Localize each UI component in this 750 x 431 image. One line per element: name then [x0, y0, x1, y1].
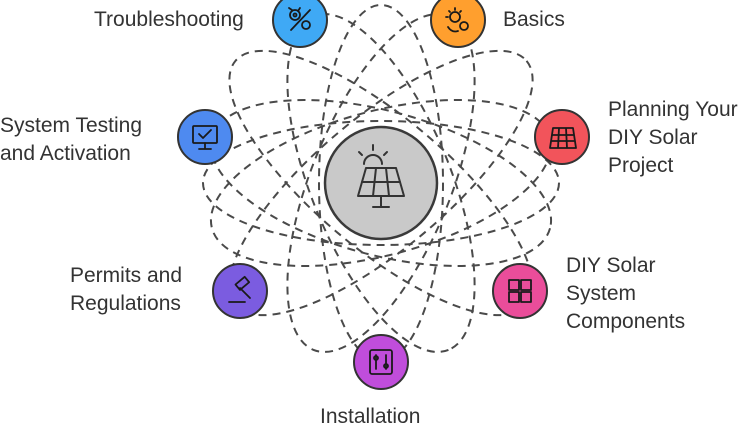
solar-grid-icon: [549, 127, 577, 149]
sun-gear-icon: [445, 7, 469, 33]
gavel-icon: [228, 275, 251, 303]
label-line: Installation: [320, 405, 421, 428]
label-line: DIY Solar: [566, 254, 656, 277]
label-line: Components: [566, 310, 686, 333]
node-planning: [534, 109, 590, 165]
label-line: and Activation: [0, 142, 131, 165]
orbit-ellipse-horizontal: [202, 120, 560, 246]
toolbox-icon: [369, 349, 393, 375]
label-line: Permits and: [70, 264, 183, 287]
label-components: DIY Solar System Components: [566, 252, 685, 336]
label-line: Troubleshooting: [94, 8, 244, 31]
solar-topic-diagram: [177, 0, 590, 390]
label-basics: Basics: [503, 6, 565, 34]
label-planning: Planning Your DIY Solar Project: [608, 96, 738, 180]
label-line: Planning Your: [608, 98, 738, 121]
label-line: Regulations: [70, 292, 181, 315]
puzzle-icon: [508, 279, 532, 303]
node-permits: [212, 263, 268, 319]
solar-panel-icon: [357, 144, 405, 208]
label-line: DIY Solar: [608, 126, 698, 149]
label-line: Basics: [503, 8, 565, 31]
label-line: System: [566, 282, 637, 305]
label-troubleshooting: Troubleshooting: [94, 6, 244, 34]
node-components: [492, 263, 548, 319]
label-line: Project: [608, 154, 674, 177]
node-system-testing: [177, 109, 233, 165]
label-permits: Permits and Regulations: [70, 262, 182, 318]
label-system-testing: System Testing and Activation: [0, 112, 142, 168]
node-troubleshooting: [272, 0, 328, 48]
orbit-ellipse-tilted-a: [209, 99, 553, 267]
node-installation: [353, 334, 409, 390]
monitor-check-icon: [192, 125, 218, 150]
label-installation: Installation: [320, 403, 420, 431]
label-line: System Testing: [0, 114, 143, 137]
node-basics: [430, 0, 486, 48]
gears-wrench-icon: [288, 7, 311, 31]
center-hub: [323, 125, 439, 241]
